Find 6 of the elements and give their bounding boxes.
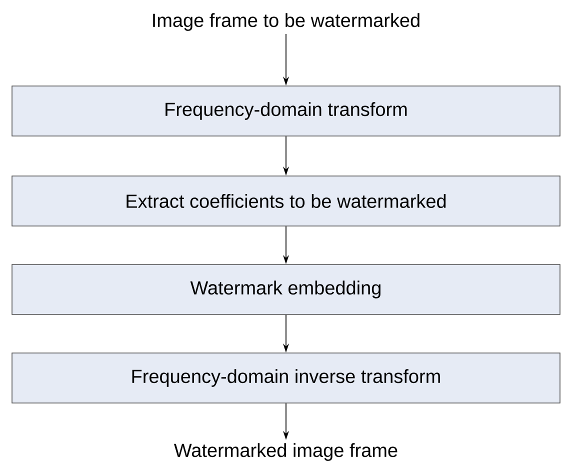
flow-text: Image frame to be watermarked	[153, 13, 420, 31]
process-box: Frequency-domain transform	[12, 86, 560, 136]
flow-text: Watermarked image frame	[174, 443, 398, 461]
process-box: Frequency-domain inverse transform	[12, 352, 560, 404]
process-box: Extract coefficients to be watermarked	[12, 176, 560, 226]
process-box: Watermark embedding	[12, 264, 560, 315]
